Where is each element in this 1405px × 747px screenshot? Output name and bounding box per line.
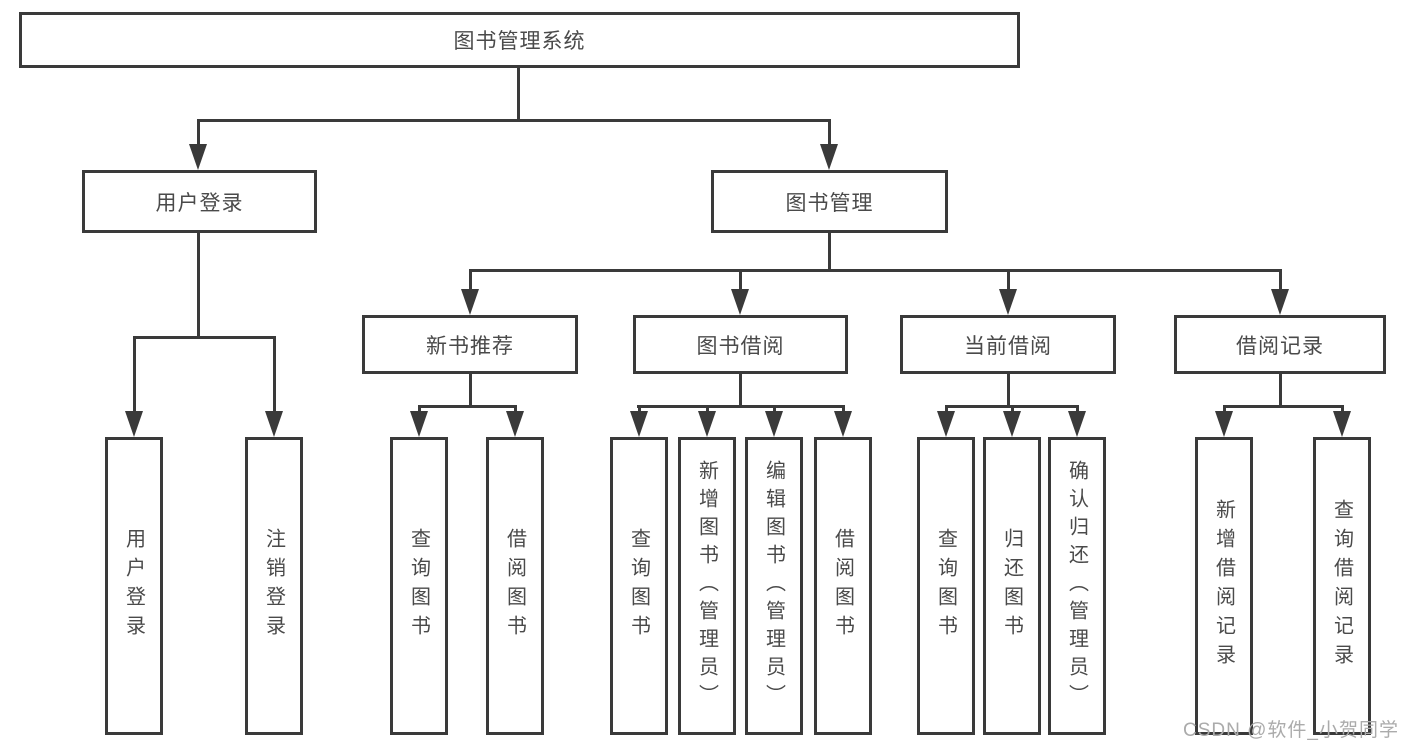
connector-line [739,269,742,294]
connector-line [1279,269,1282,294]
connector-arrow [999,289,1017,315]
connector-arrow [506,411,524,437]
connector-line [197,119,831,122]
connector-arrow [834,411,852,437]
connector-line [637,405,845,408]
connector-line [197,231,200,338]
node-borrow-books-borrowing: 借阅图书 [814,437,872,735]
node-new-book-recommend: 新书推荐 [362,315,578,374]
connector-line [739,372,742,408]
node-book-management: 图书管理 [711,170,948,233]
connector-line [133,336,276,339]
connector-line [133,336,136,416]
node-borrow-books-newbook: 借阅图书 [486,437,544,735]
connector-arrow [1003,411,1021,437]
connector-line [469,269,472,294]
connector-line [517,66,520,121]
connector-line [197,119,200,153]
node-query-books-current: 查询图书 [917,437,975,735]
connector-line [418,405,517,408]
connector-line [1223,405,1344,408]
csdn-watermark: CSDN @软件_小贺同学 [1183,720,1399,741]
node-return-books: 归还图书 [983,437,1041,735]
connector-arrow [189,144,207,170]
connector-arrow [630,411,648,437]
connector-line [828,119,831,153]
connector-arrow [1333,411,1351,437]
node-book-borrowing: 图书借阅 [633,315,848,374]
node-borrow-records: 借阅记录 [1174,315,1386,374]
connector-arrow [1068,411,1086,437]
node-user-login: 用户登录 [82,170,317,233]
connector-arrow [731,289,749,315]
node-user-login-leaf: 用户登录 [105,437,163,735]
connector-arrow [937,411,955,437]
node-query-books-borrowing: 查询图书 [610,437,668,735]
node-query-books-newbook: 查询图书 [390,437,448,735]
connector-line [1007,269,1010,294]
node-current-borrowing: 当前借阅 [900,315,1116,374]
node-query-borrow-record: 查询借阅记录 [1313,437,1371,735]
node-logout: 注销登录 [245,437,303,735]
connector-line [1007,372,1010,408]
connector-line [469,269,1282,272]
connector-arrow [1271,289,1289,315]
connector-arrow [698,411,716,437]
node-add-borrow-record: 新增借阅记录 [1195,437,1253,735]
node-add-book-admin: 新增图书（管理员） [678,437,736,735]
node-confirm-return-admin: 确认归还（管理员） [1048,437,1106,735]
connector-arrow [410,411,428,437]
connector-line [1279,372,1282,408]
connector-arrow [265,411,283,437]
connector-line [469,372,472,408]
connector-arrow [820,144,838,170]
connector-arrow [1215,411,1233,437]
connector-arrow [461,289,479,315]
connector-line [273,336,276,416]
connector-arrow [765,411,783,437]
connector-arrow [125,411,143,437]
connector-line [828,231,831,272]
node-edit-book-admin: 编辑图书（管理员） [745,437,803,735]
node-library-management-system: 图书管理系统 [19,12,1020,68]
